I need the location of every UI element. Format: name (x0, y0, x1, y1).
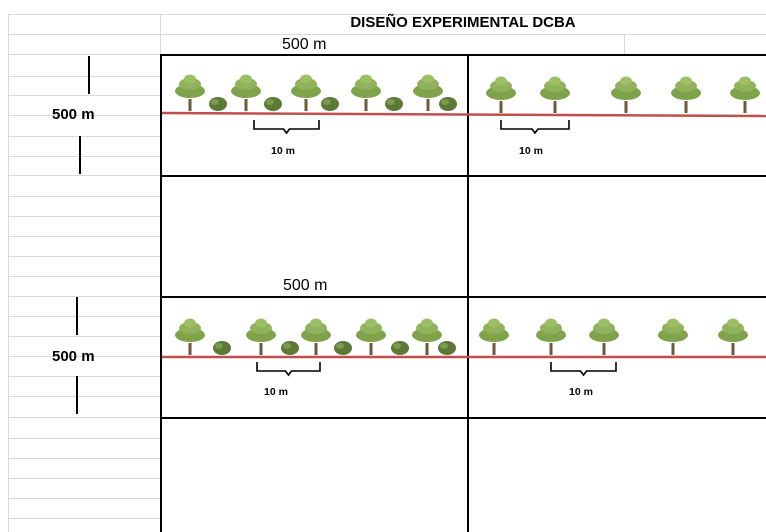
shrub-icon (391, 341, 409, 355)
grid-col-line (624, 34, 625, 54)
planting-row-line (161, 111, 766, 118)
shrub-icon (321, 97, 339, 111)
grid-row-line (8, 458, 160, 459)
tree-icon (356, 318, 386, 355)
tree-icon (540, 76, 570, 113)
shrub-icon (334, 341, 352, 355)
plot-border-top-2 (160, 296, 766, 298)
spacing-brace (500, 120, 570, 135)
grid-row-line (8, 236, 160, 237)
grid-row-line (8, 376, 160, 377)
grid-row-line (8, 175, 160, 176)
grid-row-line (8, 115, 160, 116)
tree-icon (671, 76, 701, 113)
tree-icon (658, 318, 688, 355)
grid-row-line (8, 276, 160, 277)
grid-row-line (8, 296, 160, 297)
tree-icon (479, 318, 509, 355)
grid-row-line (8, 14, 160, 15)
grid-row-line (8, 54, 160, 55)
tree-icon (231, 74, 261, 111)
spacing-label: 10 m (569, 386, 593, 398)
side-dimension-label-1: 500 m (52, 106, 95, 123)
side-dim-tick-bottom-2 (76, 376, 78, 414)
grid-col-line (8, 14, 9, 532)
grid-header-line (160, 34, 766, 35)
plot-border-left (160, 54, 162, 532)
tree-icon (246, 318, 276, 355)
grid-row-line (8, 196, 160, 197)
plot-border-mid-1 (160, 175, 766, 177)
shrub-icon (281, 341, 299, 355)
grid-row-line (8, 356, 160, 357)
tree-icon (413, 74, 443, 111)
spacing-label: 10 m (271, 145, 295, 157)
tree-icon (351, 74, 381, 111)
grid-row-line (8, 396, 160, 397)
tree-icon (718, 318, 748, 355)
grid-row-line (8, 316, 160, 317)
tree-icon (730, 76, 760, 113)
side-dimension-label-2: 500 m (52, 348, 95, 365)
side-dim-tick-top-1 (88, 56, 90, 94)
spacing-label: 10 m (264, 386, 288, 398)
grid-row-line (8, 336, 160, 337)
plot-border-mid-2 (160, 417, 766, 419)
shrub-icon (264, 97, 282, 111)
plot-border-center (467, 54, 469, 532)
tree-icon (175, 318, 205, 355)
tree-icon (611, 76, 641, 113)
spacing-brace (550, 362, 617, 377)
spacing-brace (253, 120, 320, 135)
grid-row-line (8, 256, 160, 257)
plot-border-top-1 (160, 54, 766, 56)
grid-row-line (8, 417, 160, 418)
diagram-title: DISEÑO EXPERIMENTAL DCBA (350, 14, 576, 31)
shrub-icon (385, 97, 403, 111)
grid-row-line (8, 498, 160, 499)
grid-row-line (8, 95, 160, 96)
grid-row-line (8, 136, 160, 137)
top-dimension-label-1: 500 m (282, 36, 327, 53)
grid-col-line (160, 14, 161, 54)
grid-row-line (8, 34, 160, 35)
tree-icon (589, 318, 619, 355)
grid-row-line (8, 216, 160, 217)
grid-row-line (8, 478, 160, 479)
tree-icon (412, 318, 442, 355)
grid-row-line (8, 438, 160, 439)
grid-row-line (8, 156, 160, 157)
tree-icon (301, 318, 331, 355)
grid-row-line (8, 76, 160, 77)
side-dim-tick-top-2 (76, 297, 78, 335)
tree-icon (536, 318, 566, 355)
shrub-icon (213, 341, 231, 355)
grid-header-line (160, 14, 766, 15)
spacing-label: 10 m (519, 145, 543, 157)
shrub-icon (209, 97, 227, 111)
shrub-icon (438, 341, 456, 355)
tree-icon (486, 76, 516, 113)
shrub-icon (439, 97, 457, 111)
grid-row-line (8, 518, 160, 519)
tree-icon (291, 74, 321, 111)
spacing-brace (256, 362, 321, 377)
top-dimension-label-2: 500 m (283, 277, 328, 294)
side-dim-tick-bottom-1 (79, 136, 81, 174)
tree-icon (175, 74, 205, 111)
